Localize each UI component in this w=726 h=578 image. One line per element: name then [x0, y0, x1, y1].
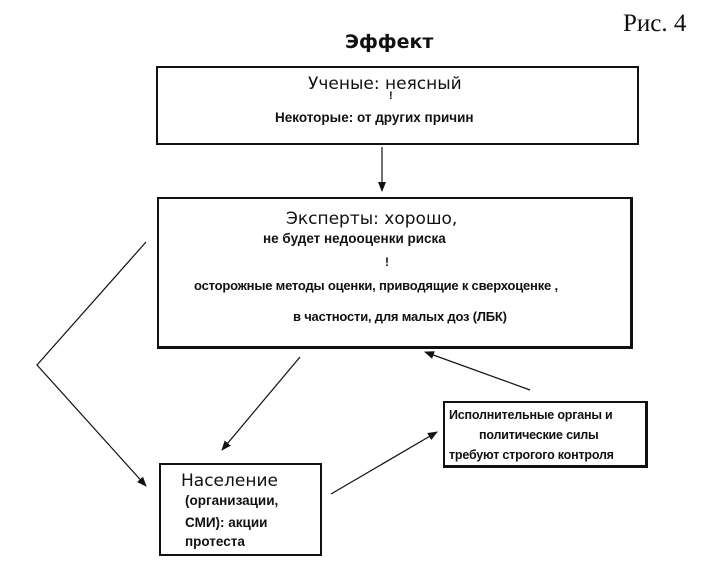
- arrow-executive-to-experts: [424, 351, 531, 391]
- public-organizations-line: (организации,: [185, 493, 279, 508]
- scientists-detail: Некоторые: от других причин: [275, 110, 474, 125]
- figure-label: Рис. 4: [623, 10, 687, 37]
- arrow-public-to-executive: [330, 431, 438, 495]
- experts-low-dose-line: в частности, для малых доз (ЛБК): [293, 309, 507, 324]
- scientists-box: Ученые: неясный ! Некоторые: от других п…: [156, 66, 639, 145]
- experts-methods-line: осторожные методы оценки, приводящие к с…: [194, 278, 558, 293]
- scientists-heading: Ученые: неясный: [308, 74, 462, 94]
- public-heading: Население: [181, 471, 278, 491]
- arrow-experts-left-loop-to-public: [36, 241, 147, 487]
- executive-line-1: Исполнительные органы и: [449, 408, 613, 422]
- public-box: Население (организации, СМИ): акции прот…: [159, 463, 322, 556]
- scientists-separator: !: [389, 90, 393, 102]
- experts-heading: Эксперты: хорошо,: [286, 209, 458, 229]
- experts-risk-line: не будет недооценки риска: [263, 231, 446, 246]
- executive-line-3: требуют строгого контроля: [449, 448, 614, 462]
- public-protest-line: протеста: [185, 534, 245, 549]
- experts-separator: !: [385, 255, 389, 269]
- diagram-title: Эффект: [345, 31, 434, 53]
- executive-box: Исполнительные органы и политические сил…: [443, 401, 648, 468]
- experts-box: Эксперты: хорошо, не будет недооценки ри…: [157, 197, 633, 349]
- public-media-line: СМИ): акции: [185, 515, 268, 530]
- arrow-experts-to-public: [221, 356, 301, 451]
- executive-line-2: политические силы: [479, 428, 599, 442]
